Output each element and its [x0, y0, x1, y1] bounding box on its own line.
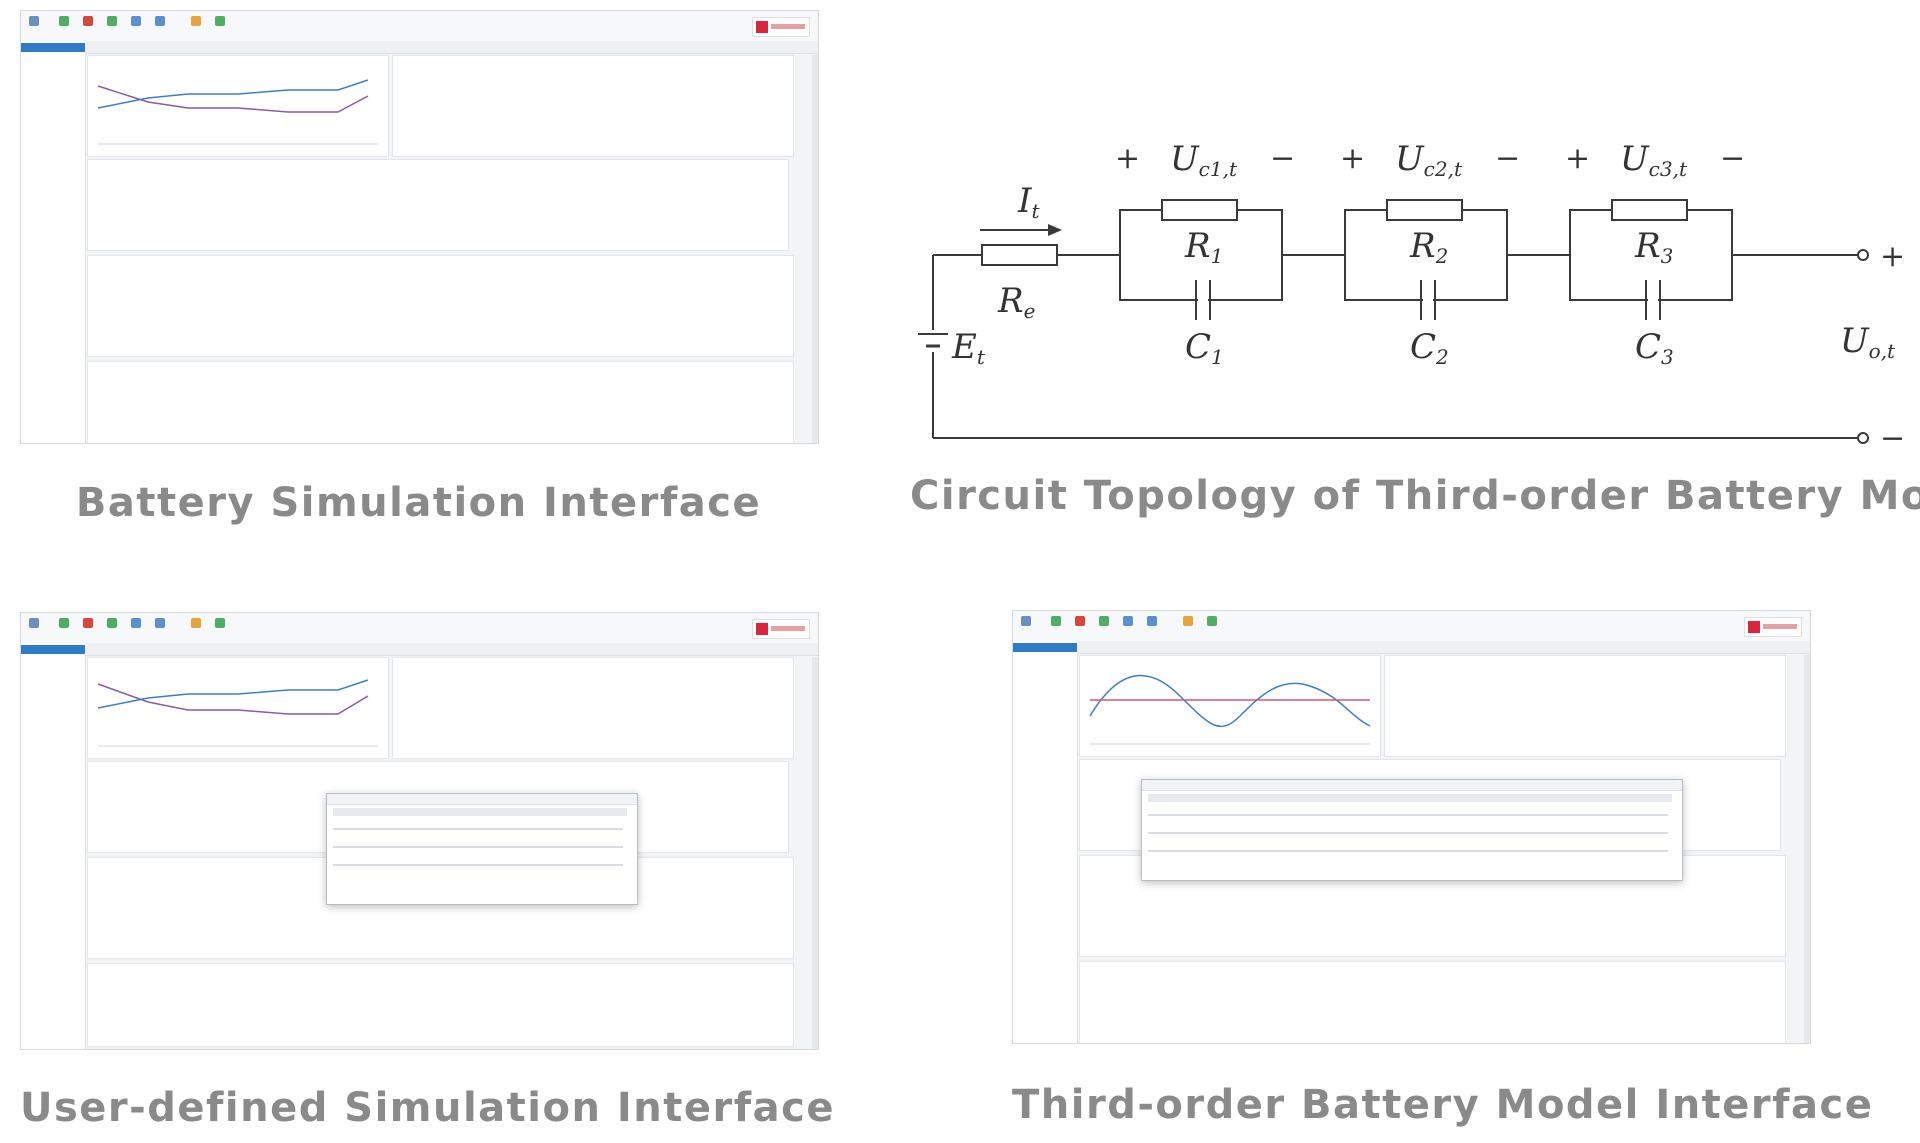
source-label: Et — [951, 327, 986, 369]
uc2-minus: − — [1495, 141, 1520, 176]
secondary-chart — [87, 159, 789, 251]
output-label: Uo,t — [1840, 321, 1896, 363]
play-icon — [59, 16, 69, 26]
import-icon — [1147, 616, 1157, 626]
r3-label: R3 — [1634, 226, 1673, 268]
company-logo — [752, 17, 810, 37]
refresh-icon — [107, 618, 117, 628]
caption-battery-simulation: Battery Simulation Interface — [75, 480, 762, 526]
uc3-plus: + — [1565, 141, 1590, 176]
output-plus: + — [1880, 239, 1905, 274]
uc3-label: Uc3,t — [1620, 139, 1688, 181]
play-icon — [1051, 616, 1061, 626]
third-order-model-screenshot — [1012, 610, 1811, 1044]
stop-icon — [1075, 616, 1085, 626]
param-panel — [392, 657, 794, 759]
settings-icon — [215, 618, 225, 628]
sidebar — [21, 643, 86, 1049]
sidebar — [1013, 641, 1078, 1043]
menu-icon — [29, 618, 39, 628]
sine-chart — [1089, 674, 1371, 745]
caption-user-defined-simulation: User-defined Simulation Interface — [20, 1085, 835, 1131]
voltage-chart — [97, 679, 378, 747]
export-icon — [1123, 616, 1133, 626]
menu-icon — [29, 16, 39, 26]
uc1-plus: + — [1115, 141, 1140, 176]
param-panel — [392, 55, 794, 157]
chart-panel — [87, 55, 389, 157]
company-logo — [752, 619, 810, 639]
uc2-label: Uc2,t — [1395, 139, 1463, 181]
menu-icon — [1021, 616, 1031, 626]
save-icon — [1183, 616, 1193, 626]
results-panel — [87, 361, 794, 443]
scrollbar — [812, 657, 818, 1049]
play-icon — [59, 618, 69, 628]
stop-icon — [83, 16, 93, 26]
refresh-icon — [1099, 616, 1109, 626]
results-panel — [1079, 961, 1786, 1043]
user-defined-dialog[interactable] — [326, 793, 638, 905]
uc1-label: Uc1,t — [1170, 139, 1238, 181]
tab-bar — [1077, 641, 1810, 654]
model-parameter-dialog[interactable] — [1141, 779, 1683, 881]
output-minus: − — [1880, 421, 1905, 456]
refresh-icon — [107, 16, 117, 26]
settings-icon — [215, 16, 225, 26]
tab-bar — [85, 41, 818, 54]
main-area — [87, 657, 810, 1049]
scrollbar — [812, 55, 818, 443]
tab-bar — [85, 643, 818, 656]
c3-label: C3 — [1635, 327, 1674, 369]
r1-label: R1 — [1184, 226, 1223, 268]
re-label: Re — [997, 281, 1035, 323]
c2-label: C2 — [1410, 327, 1449, 369]
uc2-plus: + — [1340, 141, 1365, 176]
uc3-minus: − — [1720, 141, 1745, 176]
stop-icon — [83, 618, 93, 628]
current-label: It — [1017, 181, 1040, 223]
save-icon — [191, 16, 201, 26]
export-icon — [131, 618, 141, 628]
battery-simulation-screenshot — [20, 10, 819, 444]
toolbar — [1013, 611, 1810, 642]
uc1-minus: − — [1270, 141, 1295, 176]
import-icon — [155, 618, 165, 628]
toolbar — [21, 613, 818, 644]
param-panel — [1384, 655, 1786, 757]
voltage-chart — [97, 79, 378, 145]
r2-label: R2 — [1409, 226, 1448, 268]
circuit-diagram: It Re Et Uo,t Uc1,t Uc2,t Uc3,t R1 R2 R3… — [918, 139, 1905, 456]
save-icon — [191, 618, 201, 628]
toolbar — [21, 11, 818, 42]
import-icon — [155, 16, 165, 26]
scrollbar — [1804, 655, 1810, 1043]
caption-third-order-model: Third-order Battery Model Interface — [1012, 1082, 1874, 1128]
chart-panel — [87, 657, 389, 759]
chart-panel — [1079, 655, 1381, 757]
results-panel — [87, 963, 794, 1047]
caption-circuit-topology: Circuit Topology of Third-order Battery … — [910, 473, 1920, 519]
c1-label: C1 — [1185, 327, 1224, 369]
settings-icon — [1207, 616, 1217, 626]
main-area — [87, 55, 810, 443]
sidebar — [21, 41, 86, 443]
export-icon — [131, 16, 141, 26]
config-panel — [87, 255, 794, 357]
company-logo — [1744, 617, 1802, 637]
user-defined-simulation-screenshot — [20, 612, 819, 1050]
